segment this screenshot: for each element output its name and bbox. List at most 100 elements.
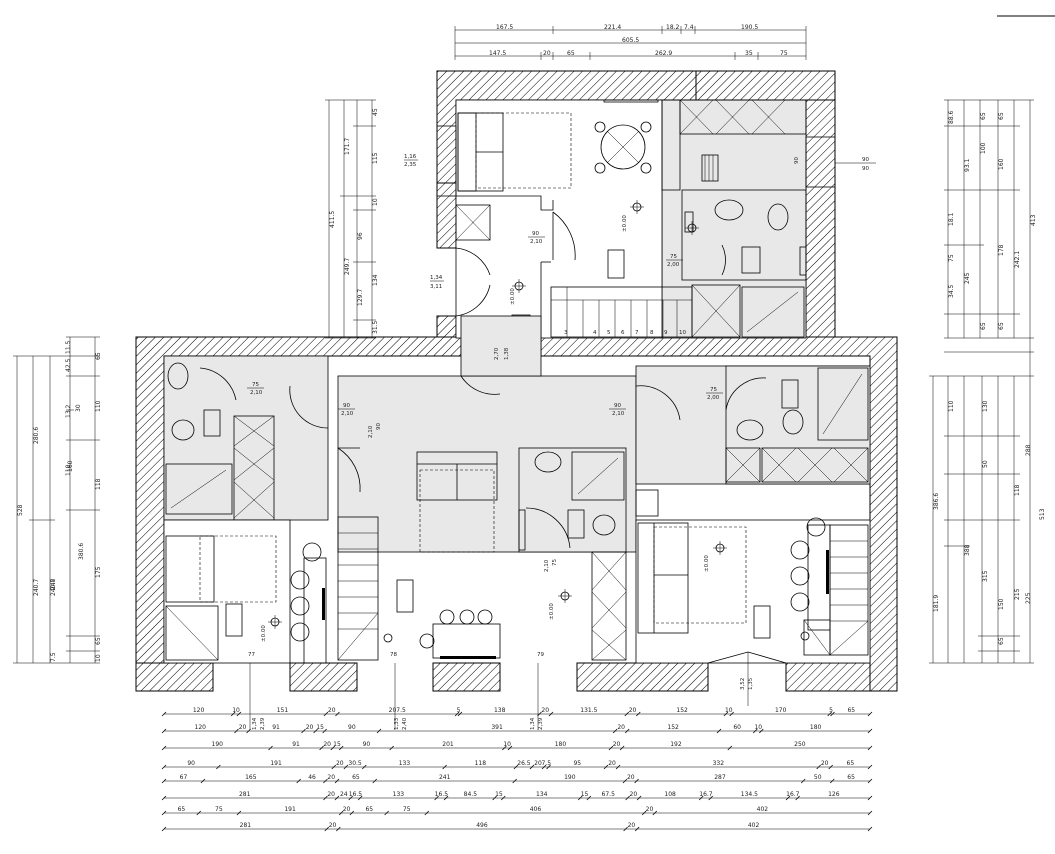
- bottom-dim-tick: [161, 711, 167, 717]
- bottom-dim-tick: [830, 711, 835, 717]
- dining-table: [432, 623, 501, 659]
- upper-right-dim: 160: [998, 158, 1005, 170]
- top-dim-r3-5: 35: [745, 50, 753, 57]
- lower-right-dim: 50: [982, 460, 989, 468]
- bottom-dim-label: 201: [442, 741, 454, 748]
- stair-number: 9: [664, 330, 668, 336]
- radiator: [203, 409, 221, 437]
- window-label: 1,16: [404, 154, 417, 160]
- bottom-dim-tick: [795, 795, 800, 801]
- mid-label: 2,70: [494, 347, 500, 360]
- bottom-dim-tick: [867, 778, 873, 784]
- bottom-dim-label: 120: [193, 707, 205, 714]
- bottom-dim-tick: [236, 810, 242, 816]
- bottom-dim-label: 281: [240, 822, 252, 829]
- window-label: 2,35: [404, 162, 417, 168]
- lower-right-dim: 225: [1025, 592, 1032, 604]
- bottom-dim-label: 191: [284, 806, 296, 813]
- bottom-dim-label: 15: [316, 724, 324, 731]
- bottom-sill-label: 2,40: [402, 717, 408, 730]
- bottom-dim-tick: [829, 778, 835, 784]
- bottom-dim-label: 250: [794, 741, 806, 748]
- bottom-dim-label: 5: [457, 707, 461, 714]
- bottom-dim-label: 20: [327, 774, 335, 781]
- toilet-center: [592, 514, 616, 536]
- radiator: [567, 509, 585, 539]
- window-number: 79: [537, 652, 544, 658]
- bottom-dim-tick: [389, 745, 394, 751]
- toilet-right: [782, 409, 804, 435]
- bottom-dim-label: 65: [847, 760, 855, 767]
- left-dim: 160: [67, 460, 74, 472]
- left-dim: 118: [95, 478, 102, 490]
- bottom-dim-label: 15: [495, 791, 503, 798]
- lower-right-dim: 315: [982, 570, 989, 582]
- bottom-dim-label: 10: [754, 724, 762, 731]
- level-marker: [558, 589, 572, 603]
- bottom-sill-label: 1,33: [394, 717, 400, 730]
- upper-right-dim: 178: [998, 244, 1005, 256]
- door-label: 90: [614, 403, 621, 409]
- bottom-dim-tick: [502, 745, 507, 751]
- bottom-dim-tick: [816, 764, 821, 770]
- toilet-upper: [767, 203, 789, 231]
- bottom-dim-label: 20: [541, 707, 549, 714]
- radiator: [781, 379, 799, 409]
- bottom-dim-tick: [335, 711, 340, 717]
- bottom-dim-tick: [336, 826, 341, 832]
- bottom-dim-label: 91: [292, 741, 300, 748]
- level-marker: [512, 279, 526, 293]
- bottom-dim-tick: [323, 795, 328, 801]
- bottom-dim-label: 20: [329, 822, 337, 829]
- bottom-dim-tick: [434, 795, 439, 801]
- right-bedroom: [635, 519, 871, 664]
- radiator: [396, 579, 414, 613]
- bottom-dim-tick: [500, 795, 506, 801]
- upper-left-dim: 45: [372, 108, 379, 116]
- bottom-sill-label: 1,34: [252, 717, 258, 730]
- left-dim: 240: [50, 578, 57, 590]
- bottom-dim-label: 20: [627, 774, 635, 781]
- bottom-dim-tick: [313, 728, 318, 734]
- upper-right-dim: 245: [964, 272, 971, 284]
- lower-right-dim: 110: [948, 400, 955, 412]
- left-dim: 7.5: [50, 652, 57, 662]
- bottom-dim-tick: [577, 795, 583, 801]
- door-label: 75: [552, 559, 558, 566]
- upper-left-dimension-chains: 411.5 171.7 249.7 45 115 10 96 134 129.7…: [325, 99, 379, 339]
- bottom-dim-tick: [330, 745, 336, 751]
- upper-right-dim: 65: [980, 112, 987, 120]
- bottom-dim-label: 138: [494, 707, 506, 714]
- bottom-dim-tick: [537, 711, 542, 717]
- bottom-dim-tick: [608, 745, 614, 751]
- bottom-dim-label: 131.5: [580, 707, 597, 714]
- bottom-dim-tick: [529, 764, 535, 770]
- bottom-dim-label: 190: [564, 774, 576, 781]
- bottom-dim-tick: [867, 795, 873, 801]
- bottom-sill-label: 2,39: [260, 717, 266, 730]
- upper-left-dim: 411.5: [329, 211, 336, 228]
- bottom-dim-tick: [623, 826, 628, 832]
- bottom-dim-tick: [331, 764, 337, 770]
- door-label: 2,10: [612, 411, 625, 417]
- door-label: 75: [252, 382, 259, 388]
- bottom-dim-tick: [319, 745, 324, 751]
- upper-right-dim: 18.1: [948, 212, 955, 226]
- top-dim-r3-1: 147.5: [489, 50, 506, 57]
- level-marker: [685, 221, 699, 235]
- bottom-dim-tick: [357, 795, 363, 801]
- desk-left: [303, 557, 327, 664]
- bottom-dim-label: 391: [491, 724, 503, 731]
- stair-number: 3: [564, 330, 568, 336]
- stair-number: 7: [635, 330, 639, 336]
- bottom-dim-tick: [216, 764, 221, 770]
- bottom-dim-label: 133: [393, 791, 405, 798]
- bottom-dim-tick: [541, 764, 547, 770]
- left-dim: 10: [95, 654, 102, 662]
- upper-right-dimension-chains: 413 242.1 65 160 178 65 65 100 245 65 88…: [944, 99, 1037, 353]
- radiator: [753, 605, 771, 639]
- shower-left: [165, 463, 233, 515]
- bottom-dim-label: 7.5: [542, 760, 552, 767]
- radiator-upper: [701, 154, 719, 182]
- bottom-dim-label: 65: [352, 774, 360, 781]
